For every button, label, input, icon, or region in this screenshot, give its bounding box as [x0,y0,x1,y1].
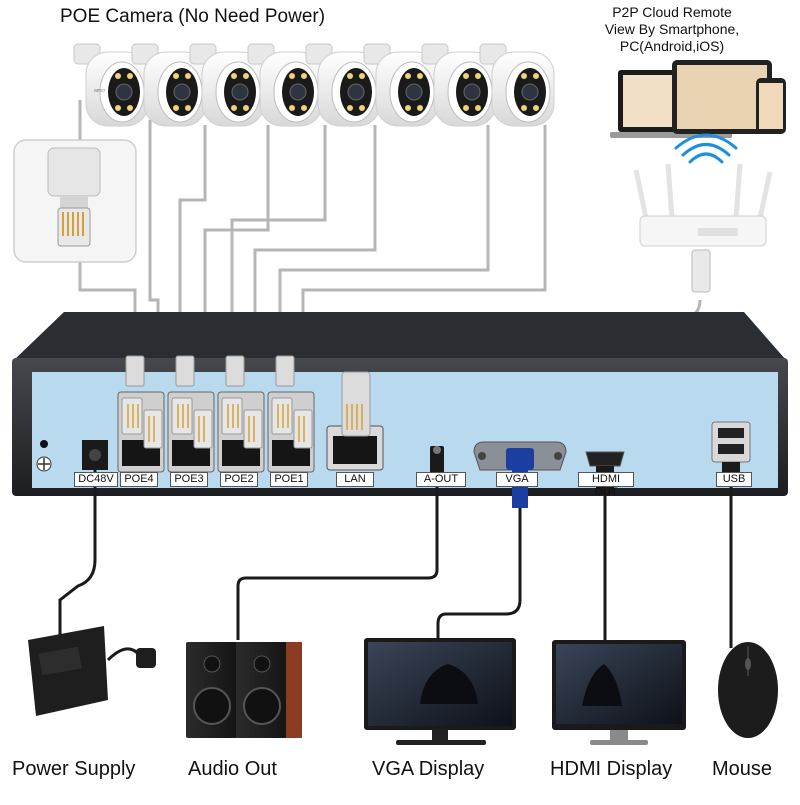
cable-camera-4 [203,125,270,390]
p2p-remote-caption: P2P Cloud Remote View By Smartphone, PC(… [572,4,772,55]
p2p-caption-line-2: View By Smartphone, [604,21,740,37]
lan-plug-body [341,371,371,437]
camera-section-title: POE Camera (No Need Power) [60,6,326,27]
inset-plug-collar [60,196,88,208]
remote-devices-group [610,60,786,293]
mouse-label: Mouse [712,758,773,780]
vga-label: VGA [496,472,538,487]
vga-display-label: VGA Display [372,758,485,780]
poe1-label: POE1 [270,472,308,487]
speaker-pair [186,642,302,738]
poe-camera-1: amcr [73,43,149,127]
poe-port-group [117,355,315,473]
poe-camera-8 [479,43,555,127]
status-led [40,440,48,448]
ground-screw-icon [36,456,52,472]
p2p-caption-line-1: P2P Cloud Remote [612,4,732,20]
connector-zoom-inset [13,139,137,263]
audio-out-label: A-OUT [416,472,466,487]
device-cables [58,470,733,650]
poe-camera-3 [189,43,265,127]
poe3-label: POE3 [170,472,208,487]
poe-camera-4 [247,43,323,127]
poe-camera-row: amcr [73,43,555,127]
poe-camera-5 [305,43,381,127]
camera-brand-text: amcr [94,88,105,94]
poe4-label: POE4 [120,472,158,487]
router-lan-plug [691,249,711,293]
power-cable [58,470,97,640]
hdmi-display-label: HDMI Display [550,758,673,780]
nvr-top-surface [14,312,786,360]
inset-plug-body [47,147,101,197]
poe2-label: POE2 [220,472,258,487]
vga-monitor [364,638,516,745]
cable-camera-5 [230,125,327,352]
vga-connector [473,441,567,508]
lan-port [326,371,384,471]
port-poe2 [217,355,265,473]
inset-rj45-pins [62,212,84,236]
usb-mouse [718,642,778,738]
cable-camera-3 [178,125,207,352]
power-supply-label: Power Supply [12,758,136,780]
poe-camera-7 [421,43,497,127]
audio-out-jack [430,446,444,476]
port-poe1 [267,355,315,473]
port-poe3 [167,355,215,473]
hdmi-out-label: HDMI OUT [578,472,634,498]
lan-label: LAN [336,472,374,487]
wifi-signal-icon [674,133,738,164]
router-device [633,163,773,247]
usb-label: USB [716,472,752,487]
dc48v-label: DC48V [74,472,118,487]
p2p-caption-line-3: PC(Android,iOS) [619,38,725,54]
power-adapter [28,626,156,716]
vga-cable [436,508,522,650]
dc-power-jack [82,440,108,470]
smartphone-screen-image [759,83,783,129]
hdmi-monitor [552,640,686,745]
audio-cable [236,476,439,640]
cable-camera-7 [278,125,490,352]
audio-out-device-label: Audio Out [188,758,277,780]
tablet-screen-image [677,65,767,129]
